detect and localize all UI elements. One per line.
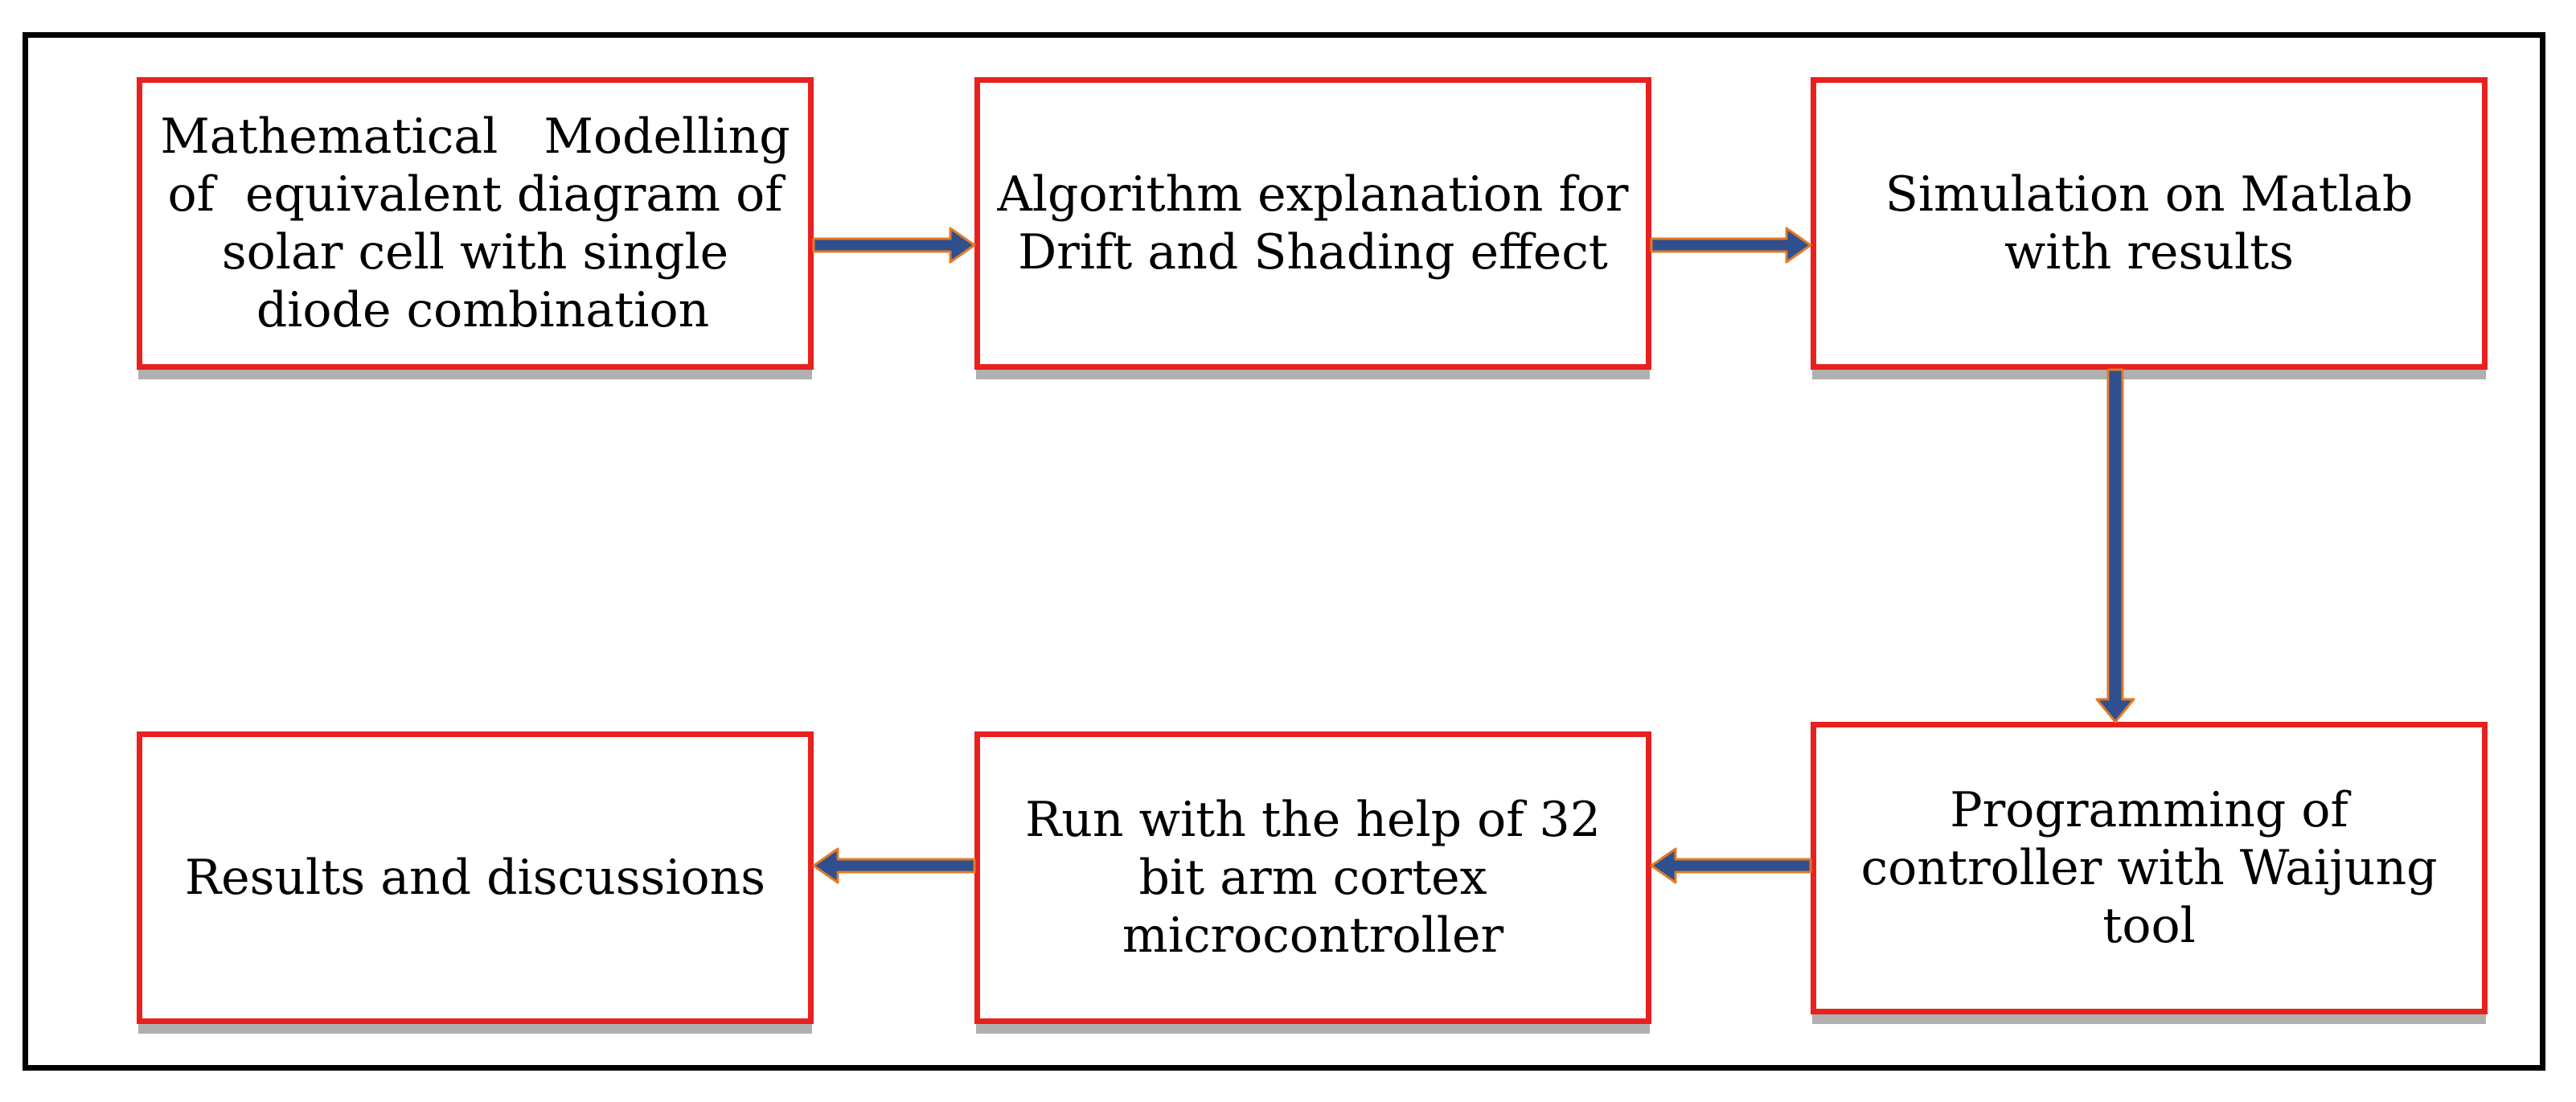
node-run-microcontroller: Run with the help of 32 bit arm cortex m…: [974, 731, 1651, 1024]
node-results-discussions: Results and discussions: [137, 731, 814, 1024]
node-simulation-matlab: Simulation on Matlab with results: [1811, 77, 2488, 370]
node-label: Algorithm explanation for Drift and Shad…: [997, 166, 1629, 281]
node-programming-controller: Programming of controller with Waijung t…: [1811, 722, 2488, 1014]
node-mathematical-modelling: Mathematical Modelling of equivalent dia…: [137, 77, 814, 370]
node-algorithm-explanation: Algorithm explanation for Drift and Shad…: [974, 77, 1651, 370]
node-label: Run with the help of 32 bit arm cortex m…: [1025, 792, 1601, 964]
node-label: Results and discussions: [184, 850, 766, 906]
node-label: Mathematical Modelling of equivalent dia…: [160, 109, 790, 338]
node-label: Simulation on Matlab with results: [1885, 166, 2414, 281]
node-label: Programming of controller with Waijung t…: [1860, 782, 2438, 954]
